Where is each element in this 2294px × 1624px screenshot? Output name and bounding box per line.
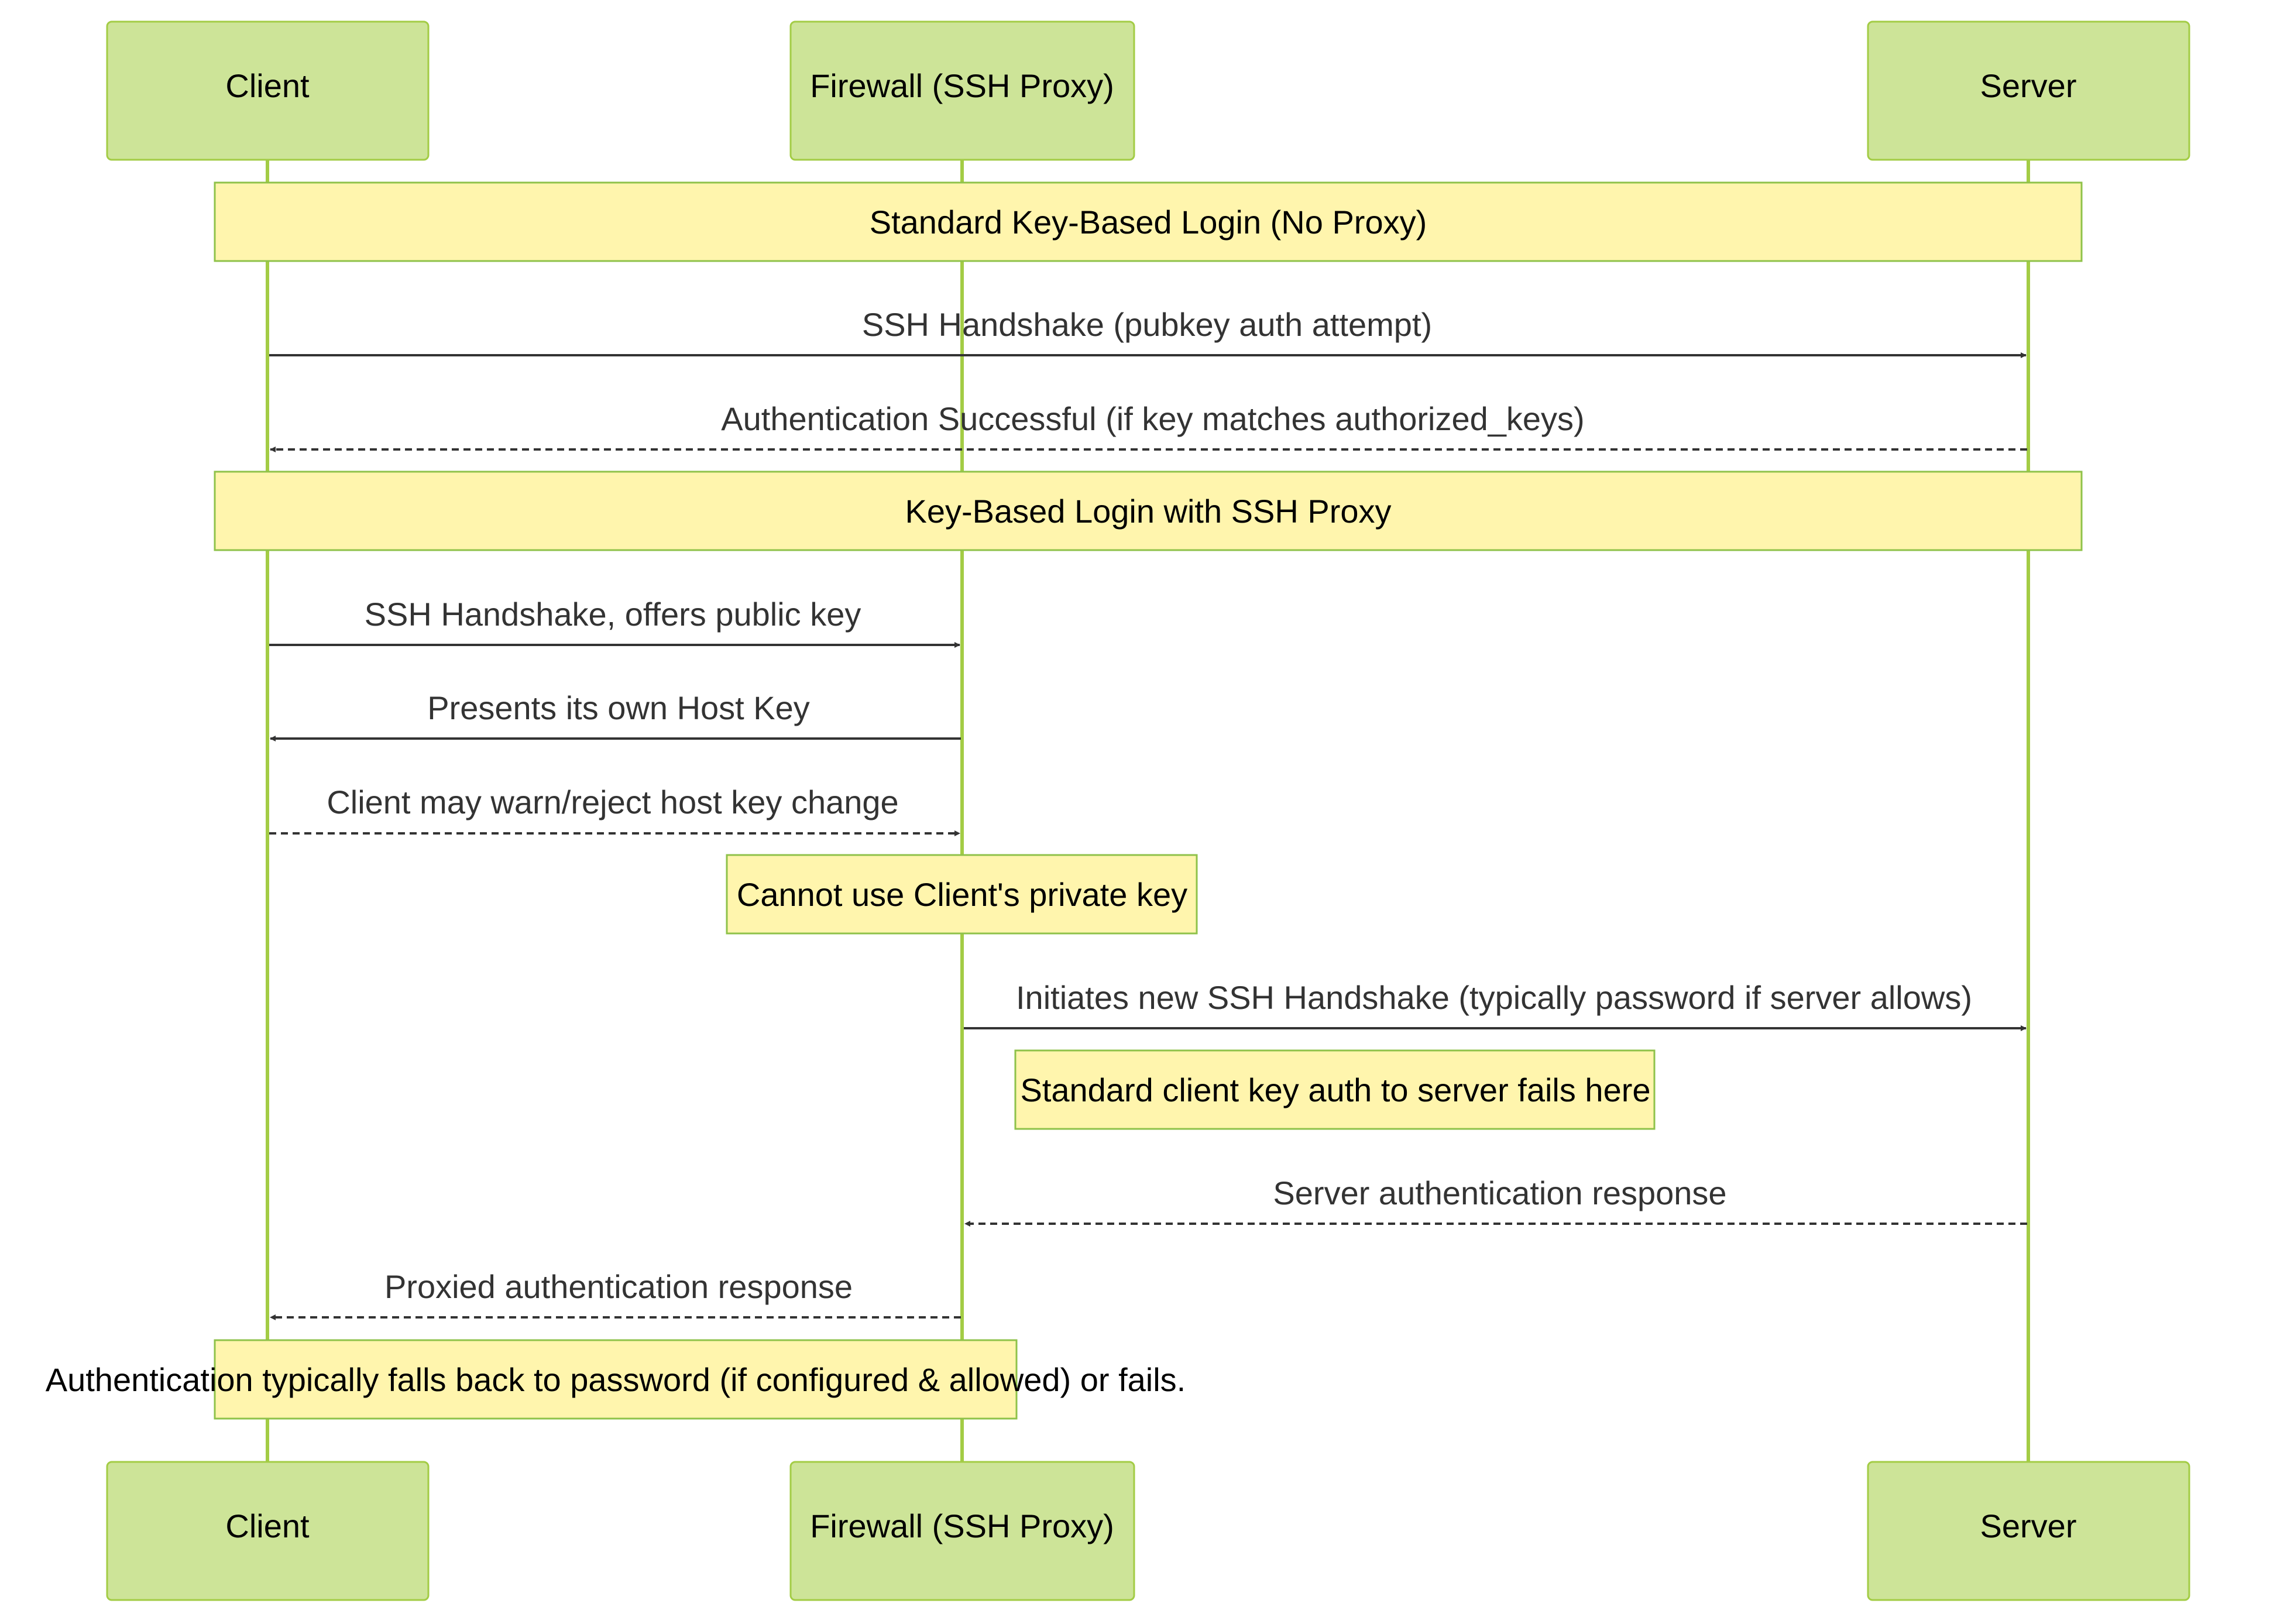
actor-label: Server bbox=[1980, 67, 2077, 104]
actor-label: Client bbox=[225, 1508, 310, 1544]
note-cannot-use-private-key: Cannot use Client's private key bbox=[726, 854, 1198, 935]
lifelines bbox=[266, 159, 2030, 1462]
message-label: Server authentication response bbox=[1273, 1175, 1726, 1211]
section-standard-login: Standard Key-Based Login (No Proxy) bbox=[214, 181, 2083, 262]
section-proxy-login: Key-Based Login with SSH Proxy bbox=[214, 471, 2083, 551]
actor-server-top: Server bbox=[1867, 20, 2190, 161]
message-firewall-to-server-new-handshake: Initiates new SSH Handshake (typically p… bbox=[964, 979, 2027, 1031]
note-label: Standard client key auth to server fails… bbox=[1020, 1072, 1650, 1108]
section-label: Key-Based Login with SSH Proxy bbox=[905, 493, 1391, 530]
actor-client-bottom: Client bbox=[106, 1461, 430, 1601]
actor-server-bottom: Server bbox=[1867, 1461, 2190, 1601]
actor-firewall-bottom: Firewall (SSH Proxy) bbox=[789, 1461, 1135, 1601]
message-server-to-client-auth-success: Authentication Successful (if key matche… bbox=[270, 400, 2027, 452]
actor-label: Client bbox=[225, 67, 310, 104]
actor-firewall-top: Firewall (SSH Proxy) bbox=[789, 20, 1135, 161]
message-label: Initiates new SSH Handshake (typically p… bbox=[1016, 979, 1972, 1016]
message-server-to-firewall-auth-response: Server authentication response bbox=[964, 1175, 2027, 1227]
message-label: SSH Handshake, offers public key bbox=[365, 596, 861, 633]
actor-label: Server bbox=[1980, 1508, 2077, 1544]
message-label: Proxied authentication response bbox=[384, 1268, 853, 1305]
note-label: Cannot use Client's private key bbox=[737, 876, 1187, 913]
message-firewall-to-client-proxied-response: Proxied authentication response bbox=[270, 1268, 961, 1320]
actor-client-top: Client bbox=[106, 20, 430, 161]
actor-label: Firewall (SSH Proxy) bbox=[810, 67, 1114, 104]
message-client-to-firewall-handshake: SSH Handshake, offers public key bbox=[269, 596, 960, 648]
note-label: Authentication typically falls back to p… bbox=[46, 1361, 1186, 1398]
message-label: Presents its own Host Key bbox=[427, 689, 810, 726]
message-label: Authentication Successful (if key matche… bbox=[721, 400, 1584, 437]
message-label: SSH Handshake (pubkey auth attempt) bbox=[862, 306, 1432, 343]
actor-label: Firewall (SSH Proxy) bbox=[810, 1508, 1114, 1544]
section-label: Standard Key-Based Login (No Proxy) bbox=[870, 204, 1427, 241]
message-client-to-firewall-host-key-warning: Client may warn/reject host key change bbox=[269, 784, 960, 836]
message-firewall-to-client-host-key: Presents its own Host Key bbox=[270, 689, 961, 741]
message-label: Client may warn/reject host key change bbox=[327, 784, 898, 820]
note-fallback-to-password: Authentication typically falls back to p… bbox=[46, 1339, 1186, 1420]
message-client-to-server-handshake: SSH Handshake (pubkey auth attempt) bbox=[269, 306, 2027, 358]
note-client-key-auth-fails: Standard client key auth to server fails… bbox=[1014, 1049, 1656, 1130]
